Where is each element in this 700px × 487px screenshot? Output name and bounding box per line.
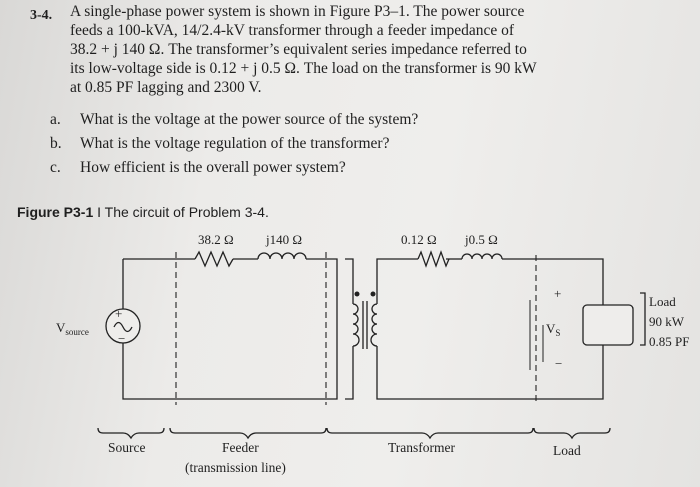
section-label-source: Source <box>108 440 146 455</box>
question-text: How efficient is the overall power syste… <box>80 159 346 176</box>
problem-number: 3-4. <box>30 8 53 23</box>
question-b: b. What is the voltage regulation of the … <box>50 135 389 153</box>
statement-line: 38.2 + j 140 Ω. The transformer’s equiva… <box>70 41 527 58</box>
section-bracket <box>326 427 534 440</box>
section-label-load: Load <box>553 443 581 458</box>
inductor-symbol <box>461 253 503 260</box>
vs-label: VS <box>546 321 560 338</box>
transformer-reactance-label: j0.5 Ω <box>464 232 498 247</box>
polarity-dot <box>370 291 376 297</box>
source-minus: − <box>118 331 125 346</box>
secondary-winding <box>370 303 378 347</box>
load-label: Load <box>649 294 676 309</box>
vs-minus: − <box>555 356 562 371</box>
section-bracket <box>169 427 327 440</box>
transformer-core <box>362 301 368 349</box>
section-label-feeder: Feeder <box>222 440 259 455</box>
load-pf: 0.85 PF <box>649 334 689 349</box>
figure-label: Figure P3-1 <box>17 204 94 220</box>
transformer-resistance-label: 0.12 Ω <box>401 232 437 247</box>
section-label-feeder-sub: (transmission line) <box>185 460 286 475</box>
question-c: c. How efficient is the overall power sys… <box>50 159 346 177</box>
wire <box>122 258 338 400</box>
wire <box>502 258 604 305</box>
question-label: c. <box>50 159 61 176</box>
wire <box>376 345 604 400</box>
section-bracket <box>533 427 611 440</box>
problem-statement: A single-phase power system is shown in … <box>70 2 680 97</box>
polarity-dot <box>354 291 360 297</box>
statement-line: at 0.85 PF lagging and 2300 V. <box>70 79 262 96</box>
question-text: What is the voltage at the power source … <box>80 111 419 128</box>
vsource-label: Vsource <box>56 320 89 337</box>
statement-line: its low-voltage side is 0.12 + j 0.5 Ω. … <box>70 60 537 77</box>
inductor-symbol <box>257 252 307 260</box>
load-box <box>582 304 634 346</box>
resistor-symbol <box>417 250 450 268</box>
question-label: a. <box>50 111 61 128</box>
load-power: 90 kW <box>649 314 685 329</box>
wire <box>376 258 418 304</box>
statement-line: feeds a 100-kVA, 14/2.4-kV transformer t… <box>70 22 515 39</box>
question-label: b. <box>50 135 62 152</box>
section-divider <box>175 252 537 405</box>
question-a: a. What is the voltage at the power sourc… <box>50 111 418 129</box>
figure-caption: Figure P3-1 I The circuit of Problem 3-4… <box>17 204 269 220</box>
sine-glyph <box>113 321 133 333</box>
figure-caption-text: The circuit of Problem 3-4. <box>104 204 269 220</box>
feeder-resistance-label: 38.2 Ω <box>198 232 234 247</box>
wire <box>345 258 354 400</box>
primary-winding <box>352 303 360 347</box>
section-label-transformer: Transformer <box>388 440 455 455</box>
load-bracket <box>640 292 646 346</box>
feeder-reactance-label: j140 Ω <box>265 232 302 247</box>
statement-line: A single-phase power system is shown in … <box>70 3 525 20</box>
resistor-symbol <box>194 250 234 268</box>
question-text: What is the voltage regulation of the tr… <box>80 135 390 152</box>
source-plus: + <box>115 306 122 321</box>
vs-plus: + <box>554 286 561 301</box>
figure-separator: I <box>97 204 102 220</box>
section-bracket <box>97 427 165 440</box>
